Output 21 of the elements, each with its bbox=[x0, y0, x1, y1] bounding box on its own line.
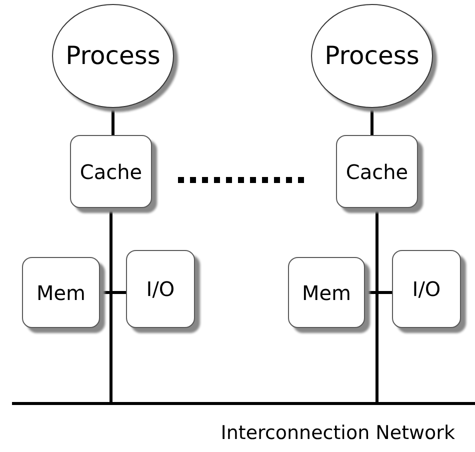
rounded-box bbox=[70, 135, 152, 208]
node-label: Cache bbox=[80, 160, 142, 182]
rounded-box bbox=[288, 257, 365, 328]
connector-line bbox=[370, 108, 374, 135]
node-label: I/O bbox=[412, 278, 441, 300]
connector-line bbox=[376, 208, 378, 402]
node-label: Mem bbox=[36, 282, 86, 304]
node-label: Cache bbox=[346, 160, 408, 182]
connector-line bbox=[100, 291, 126, 294]
node-label: Process bbox=[324, 42, 420, 70]
rounded-box bbox=[392, 250, 461, 328]
rounded-box bbox=[22, 257, 100, 328]
rounded-box bbox=[126, 250, 195, 328]
node-label: Mem bbox=[302, 282, 352, 304]
connector-line bbox=[112, 108, 114, 135]
connector-line bbox=[365, 291, 392, 294]
node-label: I/O bbox=[146, 278, 175, 300]
connector-line bbox=[110, 208, 112, 402]
rounded-box bbox=[336, 135, 418, 208]
node-label: Process bbox=[66, 42, 160, 70]
network-label: Interconnection Network bbox=[220, 423, 455, 444]
